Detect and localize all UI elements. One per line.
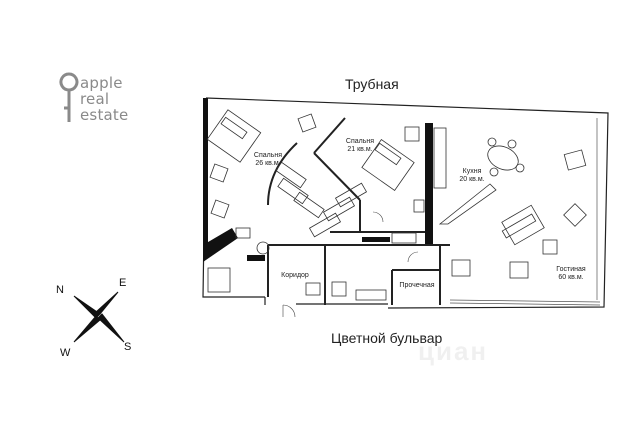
room-name: Прочечная — [399, 282, 435, 289]
room-kitchen: Кухня 20 кв.м. — [452, 168, 492, 184]
agency-logo: apple real estate — [58, 70, 168, 126]
living-sofa — [501, 204, 545, 246]
room-area: 26 кв.м. — [255, 160, 281, 167]
compass-e: E — [119, 277, 127, 289]
compass-s: S — [124, 341, 132, 353]
room-area: 60 кв.м. — [558, 274, 584, 281]
outer-wall-top-right — [205, 97, 609, 309]
compass-n: N — [56, 284, 64, 296]
compass-arrow-s — [97, 313, 125, 343]
furniture-dining — [487, 137, 525, 177]
compass-arrow-n — [73, 295, 101, 319]
logo-line-1: apple — [80, 74, 123, 92]
compass-w: W — [60, 347, 71, 359]
compass-arrow-w — [73, 315, 101, 343]
compass-rose — [73, 291, 125, 343]
room-name: Гостиная — [556, 266, 586, 273]
room-corridor: Коридор — [278, 272, 312, 280]
room-area: 20 кв.м. — [459, 176, 485, 183]
kitchen-counter — [433, 127, 497, 225]
room-area: 21 кв.м. — [347, 146, 373, 153]
room-name: Кухня — [462, 168, 482, 175]
watermark: циан — [418, 336, 489, 366]
room-bedroom-26: Спальня 26 кв.м. — [248, 152, 288, 168]
furniture-beds — [206, 109, 415, 191]
room-name: Спальня — [253, 152, 283, 159]
structural-walls — [203, 98, 433, 262]
room-laundry: Прочечная — [394, 282, 440, 290]
logo-line-2: real — [80, 90, 110, 108]
street-label-top: Трубная — [345, 76, 399, 92]
bathroom-fixtures — [207, 199, 425, 301]
room-name: Коридор — [281, 272, 309, 279]
room-bedroom-21: Спальня 21 кв.м. — [340, 138, 380, 154]
outer-wall-left — [202, 97, 265, 298]
door-swings — [282, 211, 419, 318]
closets — [275, 161, 368, 238]
compass-arrow-e — [95, 291, 119, 315]
logo-line-3: estate — [80, 106, 129, 124]
furniture-chairs — [209, 113, 587, 279]
bedroom1-curved-wall — [267, 142, 298, 206]
pin-icon — [59, 72, 79, 122]
street-label-bottom: Цветной бульвар — [331, 330, 443, 346]
room-name: Спальня — [345, 138, 375, 145]
room-living: Гостиная 60 кв.м. — [551, 266, 591, 282]
